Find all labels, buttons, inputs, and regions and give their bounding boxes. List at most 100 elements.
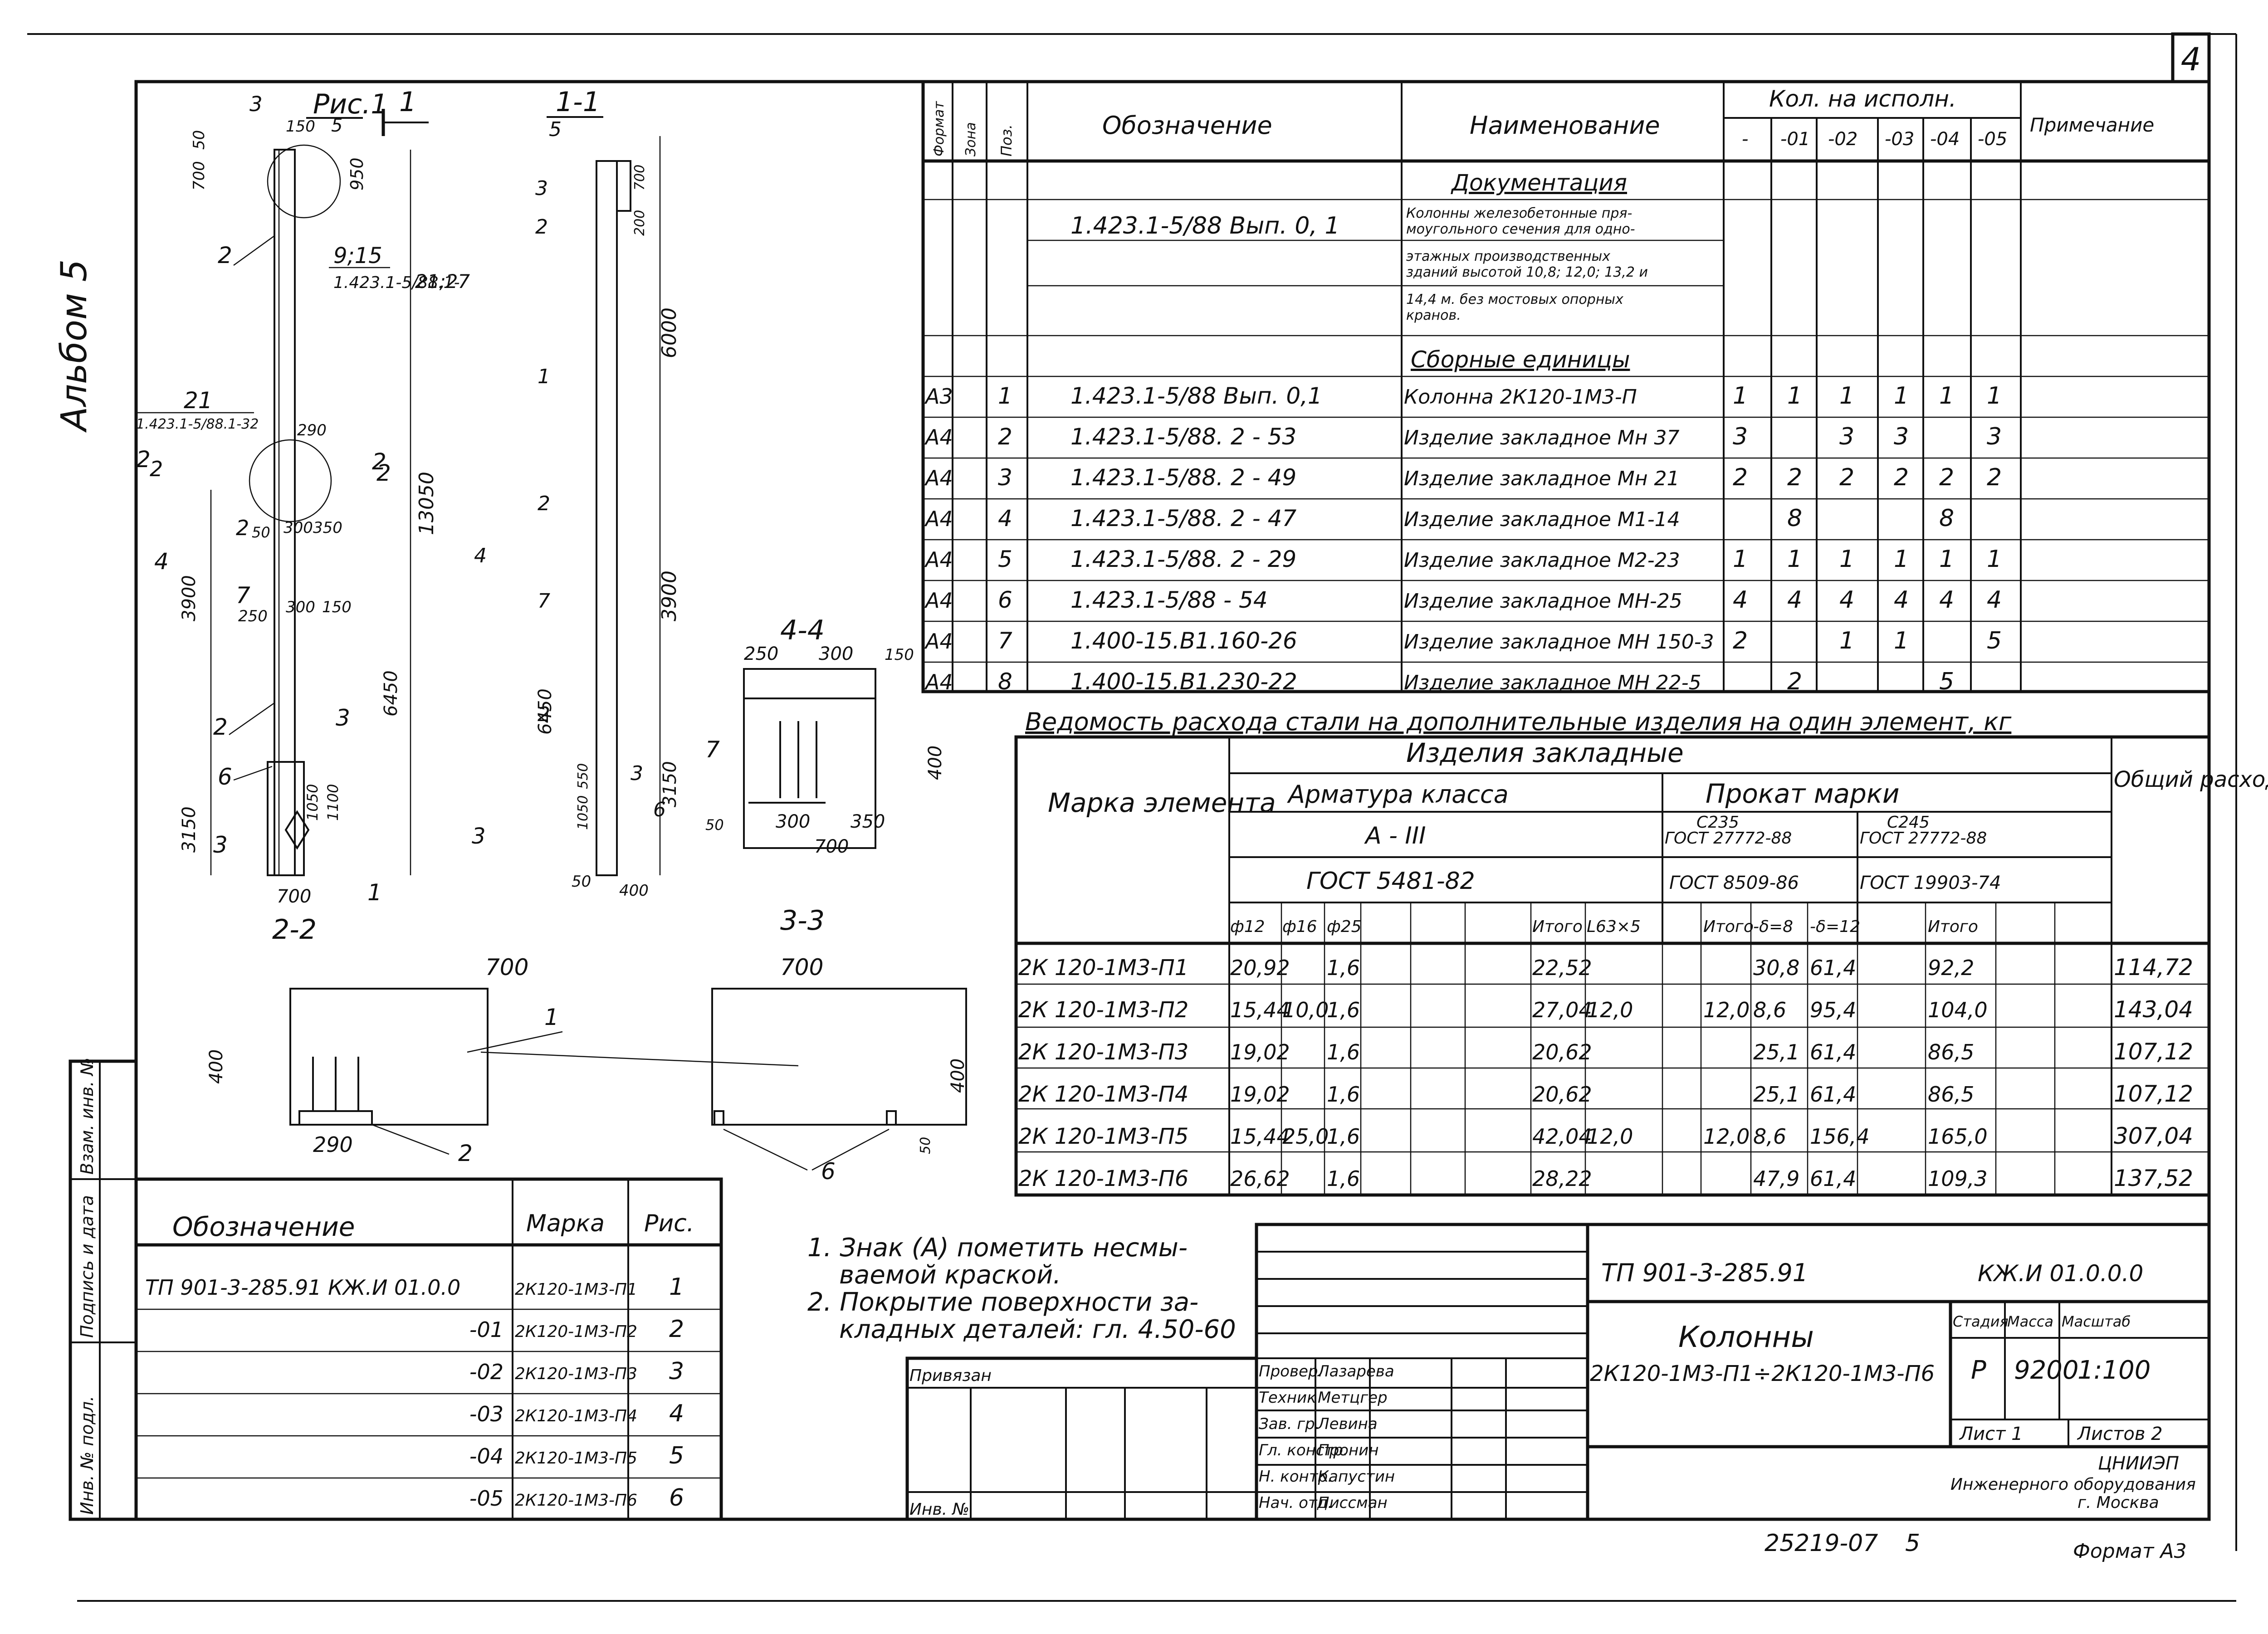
svg-text:1.423.1-5/88.1-: 1.423.1-5/88.1- [333,273,460,292]
svg-text:2: 2 [458,1140,473,1166]
spec-qty-cell: 8 [1939,505,1954,532]
svg-text:200: 200 [632,210,648,236]
svg-text:2. Покрытие поверхности за-: 2. Покрытие поверхности за- [807,1288,1198,1317]
svg-text:Колонны: Колонны [1678,1321,1814,1354]
marks-mark-cell: 2К120-1М3-П5 [515,1449,637,1468]
svg-text:ГОСТ 27772-88: ГОСТ 27772-88 [1665,829,1792,848]
svg-text:3900: 3900 [658,571,681,621]
spec-name-cell: Колонна 2К120-1М3-П [1404,385,1637,409]
steel-value-cell: 12,0 [1703,998,1750,1022]
spec-name-cell: Изделие закладное МН 22-5 [1404,671,1701,694]
svg-text:этажных производственных: этажных производственных [1406,249,1610,264]
svg-text:-02: -02 [1828,129,1857,150]
stamp-name-cell: Лазарева [1317,1362,1394,1380]
svg-text:400: 400 [206,1049,227,1084]
section-2-2: 700 290 400 2 1 [206,954,563,1166]
svg-text:Обозначение: Обозначение [172,1211,355,1242]
svg-text:300: 300 [284,519,313,537]
spec-format-cell: А4 [924,547,953,572]
svg-text:700: 700 [190,161,208,190]
figure-column-elevation: Рис.1 1 700 3 150 5 950 700 50 2 9;15 1.… [136,86,470,946]
spec-qty-cell: 4 [1733,586,1748,614]
spec-qty-cell: 1 [1894,546,1909,573]
svg-text:7: 7 [705,737,720,763]
steel-total-cell: 307,04 [2114,1123,2193,1149]
svg-text:1050: 1050 [304,784,321,821]
svg-text:С235: С235 [1696,813,1739,832]
marks-mark-cell: 2К120-1М3-П4 [515,1407,637,1425]
marks-fig-cell: 4 [669,1400,684,1427]
svg-text:2: 2 [538,703,550,726]
svg-text:Сборные единицы: Сборные единицы [1411,346,1630,373]
svg-text:50: 50 [190,130,208,150]
spec-qty-cell: 1 [1839,546,1854,573]
steel-value-cell: 8,6 [1753,998,1786,1022]
steel-value-cell: 86,5 [1928,1082,1974,1107]
stamp-role-cell: Зав. гр. [1259,1415,1320,1433]
svg-text:9200: 9200 [2014,1356,2079,1385]
svg-text:7: 7 [538,590,550,613]
svg-text:700: 700 [485,954,528,980]
steel-value-cell: 86,5 [1928,1040,1974,1064]
svg-text:25219-07: 25219-07 [1765,1530,1878,1557]
steel-value-cell: 1,6 [1327,1166,1360,1191]
svg-text:Рис.: Рис. [644,1210,694,1237]
svg-text:150: 150 [885,646,914,664]
svg-text:ваемой краской.: ваемой краской. [839,1260,1061,1290]
marks-designation-cell: -02 [469,1360,503,1384]
spec-qty-cell: 4 [1839,586,1854,614]
steel-sub-header: -δ=12 [1810,917,1860,936]
stamp-name-cell: Капустин [1318,1468,1395,1486]
svg-text:3: 3 [535,177,548,200]
stamp-name-cell: Пронин [1318,1441,1379,1459]
steel-total-cell: 107,12 [2114,1039,2193,1065]
svg-text:50: 50 [918,1137,934,1154]
spec-qty-cell: 1 [1939,382,1954,410]
svg-text:Масштаб: Масштаб [2062,1313,2131,1330]
spec-designation-cell: 1.400-15.В1.230-22 [1070,668,1297,695]
spec-qty-cell: 2 [1733,627,1748,654]
spec-qty-cell: 2 [1839,464,1854,491]
steel-total-cell: 114,72 [2114,954,2193,980]
spec-pos-cell: 8 [998,668,1012,695]
svg-text:6450: 6450 [381,670,401,717]
svg-text:КЖ.И 01.0.0.0: КЖ.И 01.0.0.0 [1978,1260,2143,1287]
spec-name-cell: Изделие закладное М1-14 [1404,508,1680,531]
svg-text:моугольного сечения для одно-: моугольного сечения для одно- [1406,221,1635,237]
svg-text:150: 150 [286,117,315,136]
svg-text:6000: 6000 [658,307,681,358]
svg-text:-04: -04 [1930,129,1960,150]
spec-qty-cell: 4 [1987,586,2002,614]
steel-value-cell: 22,52 [1532,956,1592,980]
spec-pos-cell: 1 [998,383,1012,409]
spec-qty-cell: 1 [1939,546,1954,573]
spec-format-cell: А4 [924,588,953,613]
marks-mark-cell: 2К120-1М3-П6 [515,1491,637,1510]
svg-text:5: 5 [549,118,562,141]
spec-format-cell: А4 [924,507,953,531]
column-body [274,149,296,876]
svg-text:Инженерного оборудования: Инженерного оборудования [1950,1475,2196,1494]
steel-value-cell: 8,6 [1753,1124,1786,1149]
svg-text:300: 300 [819,644,853,664]
spec-qty-cell: 1 [1733,546,1748,573]
steel-total-cell: 143,04 [2114,996,2193,1023]
svg-text:Прокат марки: Прокат марки [1706,778,1900,809]
svg-text:3: 3 [249,92,263,116]
spec-qty-cell: 2 [1894,464,1909,491]
svg-text:Стадия: Стадия [1953,1313,2009,1330]
spec-qty-cell: 1 [1894,627,1909,654]
spec-format-cell: А4 [924,629,953,654]
spec-designation-cell: 1.423.1-5/88. 2 - 47 [1070,505,1296,532]
svg-text:2: 2 [213,714,228,740]
steel-sub-header: ф12 [1230,917,1265,936]
svg-text:ГОСТ 8509-86: ГОСТ 8509-86 [1669,873,1799,893]
svg-text:ЦНИИЭП: ЦНИИЭП [2098,1453,2179,1474]
strip-label-signature: Подпись и дата [77,1195,97,1338]
svg-text:14,4 м. без мостовых опорных: 14,4 м. без мостовых опорных [1406,292,1623,307]
stamp-role-cell: Н. контр. [1259,1468,1333,1486]
steel-value-cell: 26,62 [1230,1166,1290,1191]
marks-designation-cell: ТП 901-3-285.91 КЖ.И 01.0.0 [145,1275,460,1300]
svg-text:Примечание: Примечание [2030,114,2154,136]
svg-text:Поз.: Поз. [998,124,1015,156]
